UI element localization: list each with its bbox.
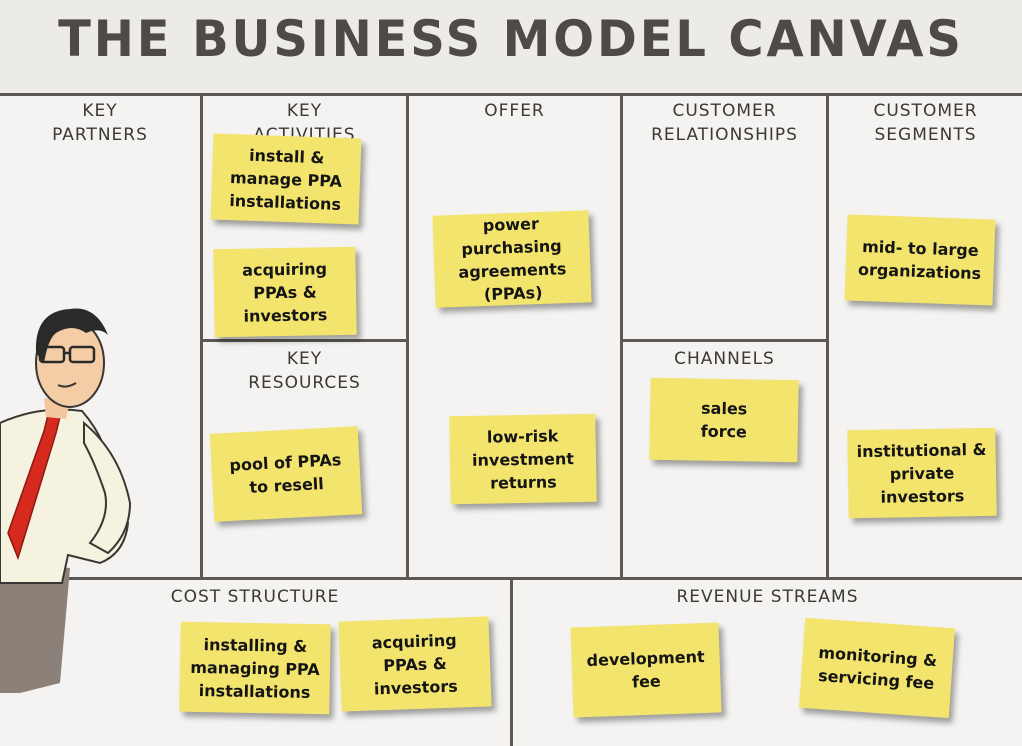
note-offer-low-risk: low-risk investment returns xyxy=(449,413,597,505)
note-cost-acquiring: acquiring PPAs & investors xyxy=(338,616,492,712)
header-customer-segments: CUSTOMER SEGMENTS xyxy=(873,101,978,145)
header-key-resources: KEY RESOURCES xyxy=(248,349,361,393)
grid-line-v-bottom xyxy=(510,577,513,746)
canvas-board: KEY PARTNERS KEY ACTIVITIES KEY RESOURCE… xyxy=(0,93,1022,746)
header-key-partners: KEY PARTNERS xyxy=(52,101,148,145)
note-text: monitoring & servicing fee xyxy=(817,642,938,694)
header-offer: OFFER xyxy=(484,101,545,121)
grid-line-v1 xyxy=(200,93,203,579)
businessman-illustration xyxy=(0,308,132,693)
note-text: mid- to large organizations xyxy=(857,236,982,284)
note-activities-acquiring: acquiring PPAs & investors xyxy=(213,246,357,338)
grid-line-top xyxy=(0,93,1022,96)
header-channels: CHANNELS xyxy=(674,349,775,369)
header-customer-relationships: CUSTOMER RELATIONSHIPS xyxy=(651,101,798,145)
grid-line-h-relationships xyxy=(620,339,829,342)
note-text: acquiring PPAs & investors xyxy=(242,258,328,326)
note-segments-organizations: mid- to large organizations xyxy=(844,214,996,306)
note-text: low-risk investment returns xyxy=(471,425,575,493)
note-text: acquiring PPAs & investors xyxy=(371,630,458,698)
grid-line-v2 xyxy=(406,93,409,579)
note-text: institutional & private investors xyxy=(856,439,987,507)
note-text: power purchasing agreements (PPAs) xyxy=(458,214,567,304)
note-channels-sales-force: sales force xyxy=(649,377,799,463)
note-resources-pool: pool of PPAs to resell xyxy=(209,426,363,522)
grid-line-h-activities xyxy=(200,339,409,342)
grid-line-v4 xyxy=(826,93,829,579)
note-cost-installing: installing & managing PPA installations xyxy=(179,621,331,715)
header-cost-structure: COST STRUCTURE xyxy=(170,587,340,607)
grid-line-v3 xyxy=(620,93,623,579)
note-revenue-monitoring-fee: monitoring & servicing fee xyxy=(799,617,955,719)
note-text: sales force xyxy=(700,398,748,442)
page-title: THE BUSINESS MODEL CANVAS xyxy=(58,10,964,68)
note-text: pool of PPAs to resell xyxy=(229,450,342,497)
note-revenue-development-fee: development fee xyxy=(570,622,722,718)
note-segments-investors: institutional & private investors xyxy=(847,427,997,519)
note-text: development fee xyxy=(586,646,705,692)
header-revenue-streams: REVENUE STREAMS xyxy=(676,587,859,607)
note-activities-install: install & manage PPA installations xyxy=(210,133,362,225)
note-offer-ppa: power purchasing agreements (PPAs) xyxy=(432,210,592,308)
note-text: install & manage PPA installations xyxy=(229,145,343,214)
note-text: installing & managing PPA installations xyxy=(190,634,320,702)
